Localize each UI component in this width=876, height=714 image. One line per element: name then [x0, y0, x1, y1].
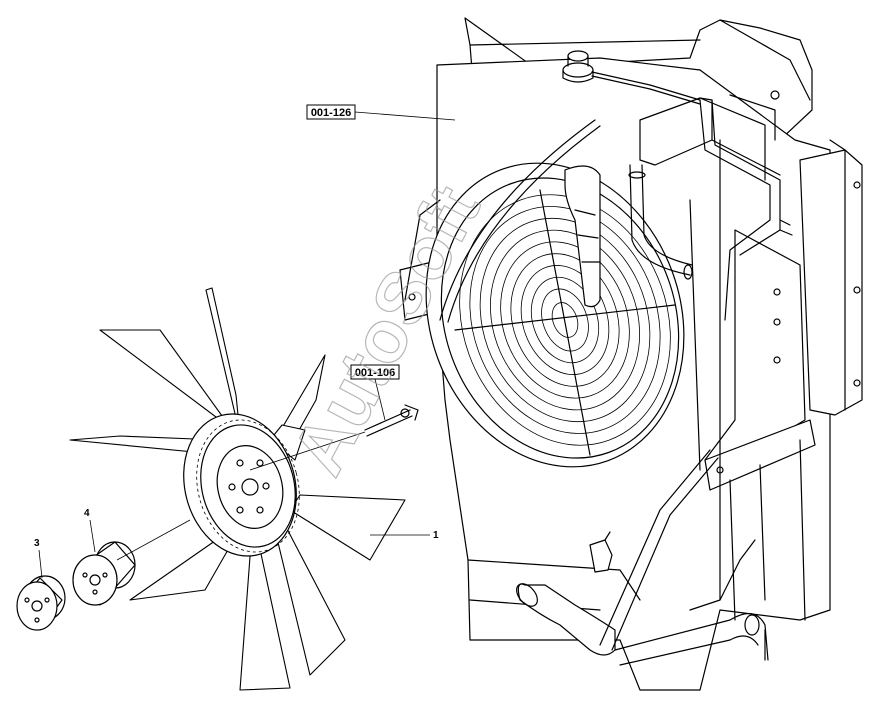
radiator-assembly [364, 17, 863, 691]
spacer-item-3 [16, 575, 66, 631]
fan-assembly [69, 287, 406, 691]
callout-001-106[interactable]: 001-106 [350, 364, 400, 421]
fan-guard [454, 189, 676, 456]
callout-item-1[interactable]: 1 [370, 530, 439, 541]
callout-label-001-126: 001-126 [311, 107, 351, 119]
callout-label-001-106: 001-106 [355, 367, 395, 379]
callout-001-126[interactable]: 001-126 [306, 104, 456, 121]
fan-hub [183, 413, 300, 557]
callout-item-3[interactable]: 3 [34, 538, 43, 579]
spacer-item-4 [72, 519, 191, 606]
callout-item-4[interactable]: 4 [84, 508, 96, 553]
item-number-3: 3 [34, 538, 40, 549]
item-number-4: 4 [84, 508, 90, 519]
item-number-1: 1 [433, 530, 439, 541]
